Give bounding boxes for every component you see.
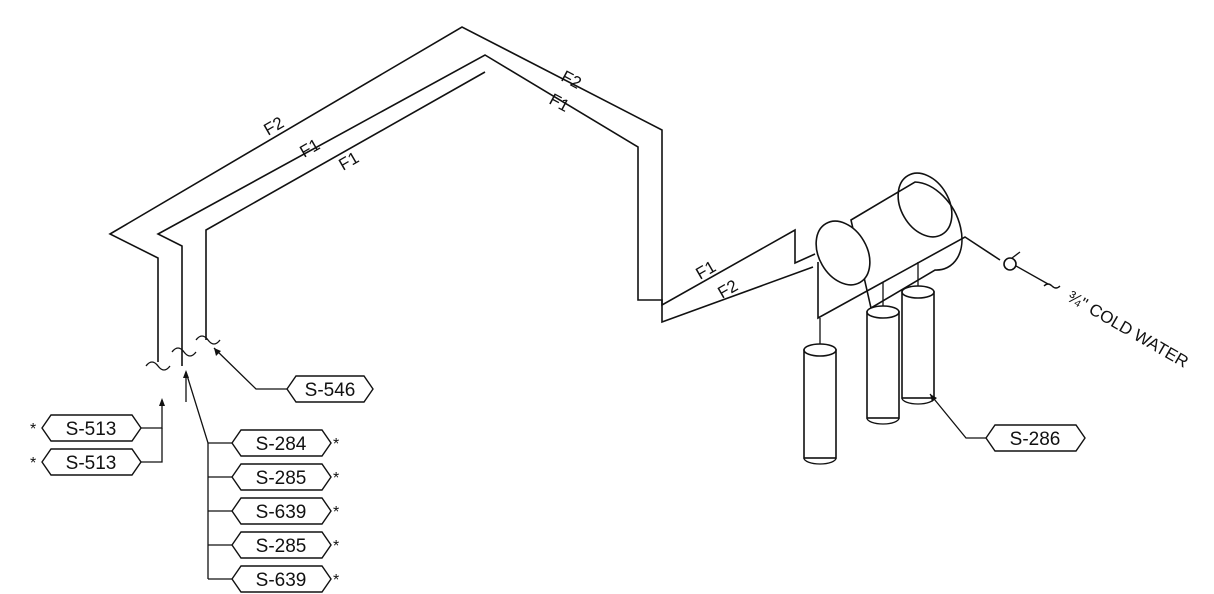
svg-text:S-546: S-546 — [305, 380, 356, 401]
leader-line — [185, 371, 232, 444]
pipe-label: F2 — [715, 276, 742, 302]
fixture-cylinder — [866, 305, 900, 425]
svg-text:S-285: S-285 — [256, 536, 307, 557]
svg-text:S-639: S-639 — [256, 502, 307, 523]
water-heater-tank — [815, 172, 963, 310]
svg-text:S-285: S-285 — [256, 468, 307, 489]
pipe-label: F1 — [336, 148, 363, 174]
svg-text:S-286: S-286 — [1010, 429, 1061, 450]
break-symbol — [195, 335, 221, 345]
callout-tag-s546: S-546 — [286, 375, 374, 403]
asterisk: * — [333, 538, 339, 555]
break-symbol — [145, 361, 171, 371]
pipe-f2-outer — [108, 26, 816, 362]
break-symbol — [171, 347, 197, 357]
callout-tag-s639: S-639 * — [231, 497, 339, 525]
callout-tag-s513: S-513 * — [30, 414, 142, 442]
svg-text:S-639: S-639 — [256, 570, 307, 591]
fixture-cylinder — [803, 343, 837, 465]
pipe-label: F1 — [693, 257, 720, 283]
callout-tag-s513: S-513 * — [30, 448, 142, 476]
leader-line — [141, 400, 163, 429]
asterisk: * — [30, 421, 36, 438]
arrowhead — [930, 394, 937, 402]
pipe-branch — [817, 236, 1001, 320]
callout-tag-s285: S-285 * — [231, 463, 339, 491]
cold-water-supply-label: ¾" COLD WATER — [1064, 287, 1192, 372]
pipe-label: F1 — [297, 135, 324, 161]
arrowhead — [183, 370, 189, 378]
svg-text:S-513: S-513 — [66, 453, 117, 474]
asterisk: * — [333, 436, 339, 453]
callout-tag-s639: S-639 * — [231, 565, 339, 593]
svg-text:S-513: S-513 — [66, 419, 117, 440]
callout-tag-s286: S-286 — [985, 424, 1086, 452]
pipe-label: F2 — [261, 113, 288, 139]
arrowhead — [159, 398, 165, 406]
fixture-cylinder — [901, 285, 935, 405]
asterisk: * — [333, 504, 339, 521]
arrowhead — [214, 348, 221, 356]
valve-icon — [1003, 251, 1061, 289]
leader-line — [141, 428, 163, 463]
asterisk: * — [333, 470, 339, 487]
callout-tag-s284: S-284 * — [231, 429, 339, 457]
pipe-f1-middle — [156, 54, 814, 366]
asterisk: * — [30, 455, 36, 472]
leader-line — [929, 393, 986, 439]
callout-tag-s285: S-285 * — [231, 531, 339, 559]
svg-text:S-284: S-284 — [256, 434, 307, 455]
asterisk: * — [333, 572, 339, 589]
leader-line — [213, 347, 287, 390]
pipe-f1-inner — [205, 71, 486, 340]
